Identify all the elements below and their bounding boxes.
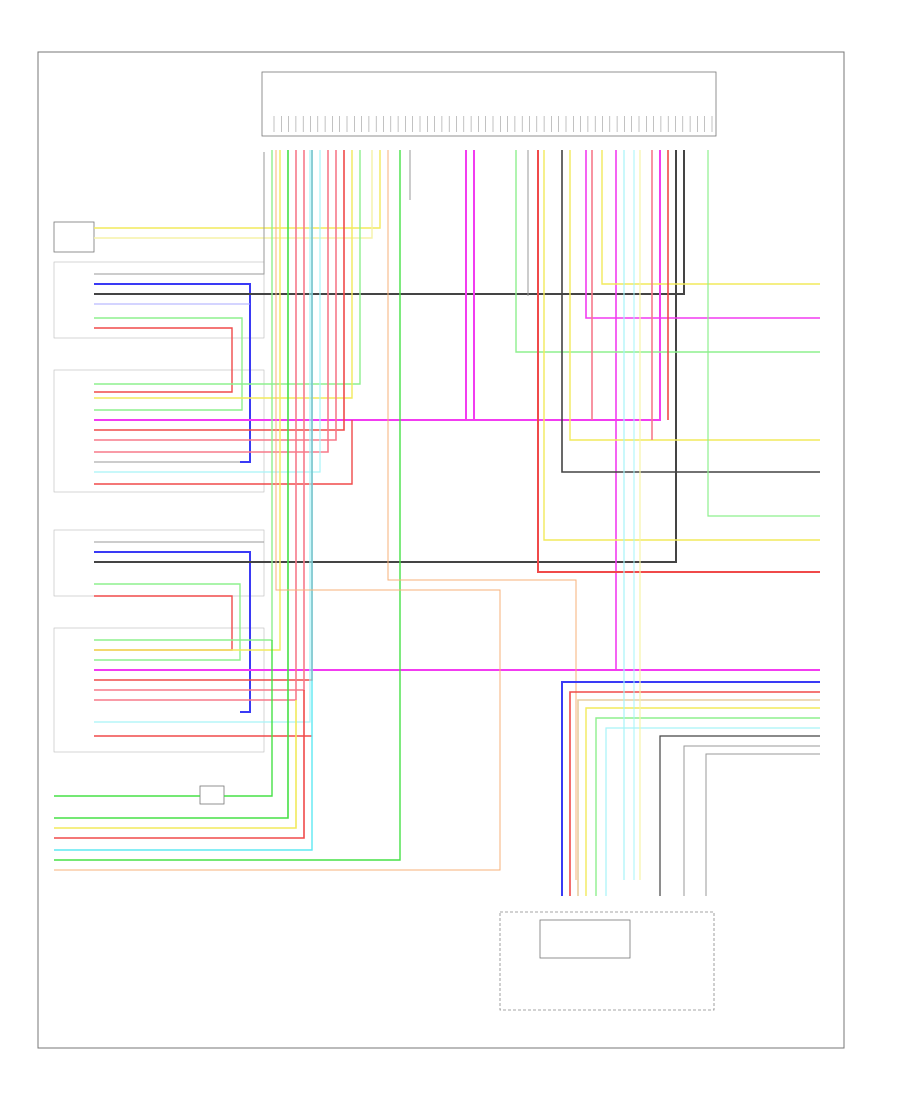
driver-switch-module (53, 221, 95, 253)
wire-51 (561, 681, 820, 896)
wire-57 (659, 735, 820, 896)
wire-47 (561, 150, 820, 473)
top-ecu-module (261, 71, 717, 137)
wire-11 (94, 150, 661, 421)
wire-10 (94, 150, 353, 399)
wire-33 (54, 150, 289, 819)
wire-14 (94, 150, 329, 453)
left-front-door-block (53, 261, 265, 339)
wire-22 (94, 595, 233, 651)
wire-13 (94, 150, 337, 441)
wire-36 (54, 150, 313, 851)
wire-32 (224, 640, 273, 797)
wire-49 (543, 150, 820, 541)
wire-4 (94, 283, 251, 463)
wire-1 (94, 150, 381, 229)
wire-46 (569, 150, 820, 441)
wire-16 (94, 150, 321, 473)
wire-35 (54, 690, 305, 839)
wire-3 (94, 152, 265, 275)
wire-28 (94, 150, 297, 701)
wire-23 (94, 150, 273, 641)
wire-24 (94, 150, 281, 651)
wire-43 (387, 150, 577, 880)
wire-52 (569, 691, 820, 896)
wire-54 (585, 707, 820, 896)
wire-12 (94, 150, 345, 431)
wire-5 (94, 150, 685, 295)
wire-34 (54, 700, 297, 829)
wire-7 (94, 317, 243, 411)
wire-19 (94, 551, 251, 713)
wire-58 (683, 745, 820, 896)
diagram-frame (37, 51, 845, 1049)
wire-37 (54, 150, 401, 861)
wire-56 (605, 727, 820, 896)
wire-17 (94, 420, 353, 485)
wire-41 (585, 150, 820, 319)
wire-20 (94, 150, 677, 563)
wire-21 (94, 583, 241, 661)
bottom-ecu-module (499, 911, 715, 1011)
wire-48 (707, 150, 820, 517)
wire-38 (54, 150, 501, 871)
wire-44 (601, 150, 820, 285)
wire-29 (94, 150, 311, 723)
wire-2 (94, 150, 373, 239)
right-power-window-switch (199, 785, 225, 805)
wire-9 (94, 150, 361, 385)
wire-59 (705, 753, 820, 896)
left-front-door-module (53, 369, 265, 493)
wire-45 (515, 150, 820, 353)
wire-50 (537, 150, 820, 573)
wire-8 (94, 327, 233, 393)
wire-55 (595, 717, 820, 896)
wire-53 (577, 699, 820, 896)
